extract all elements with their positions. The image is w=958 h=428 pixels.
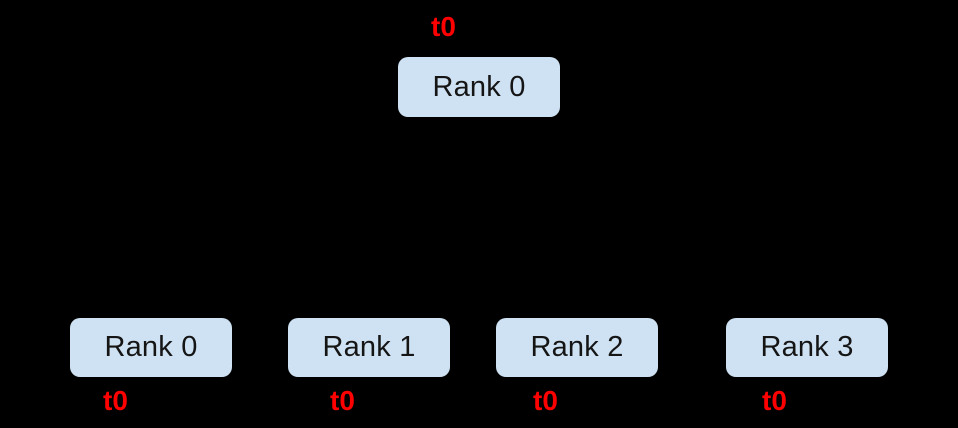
node-label: Rank 0 xyxy=(104,331,198,363)
node-rank-2-leaf[interactable]: Rank 2 xyxy=(496,318,658,377)
node-label: Rank 3 xyxy=(760,331,854,363)
leaf-node-tag-1: t0 xyxy=(330,385,355,416)
leaf-node-tag-2: t0 xyxy=(533,385,558,416)
node-label: Rank 0 xyxy=(432,70,526,103)
node-rank-1-leaf[interactable]: Rank 1 xyxy=(288,318,450,377)
root-node-tag: t0 xyxy=(431,11,456,42)
node-label: Rank 2 xyxy=(530,331,624,363)
node-label: Rank 1 xyxy=(322,331,416,363)
leaf-node-tag-0: t0 xyxy=(103,385,128,416)
node-rank-0-root[interactable]: Rank 0 xyxy=(398,57,560,117)
node-rank-3-leaf[interactable]: Rank 3 xyxy=(726,318,888,377)
leaf-node-tag-3: t0 xyxy=(762,385,787,416)
node-rank-0-leaf[interactable]: Rank 0 xyxy=(70,318,232,377)
